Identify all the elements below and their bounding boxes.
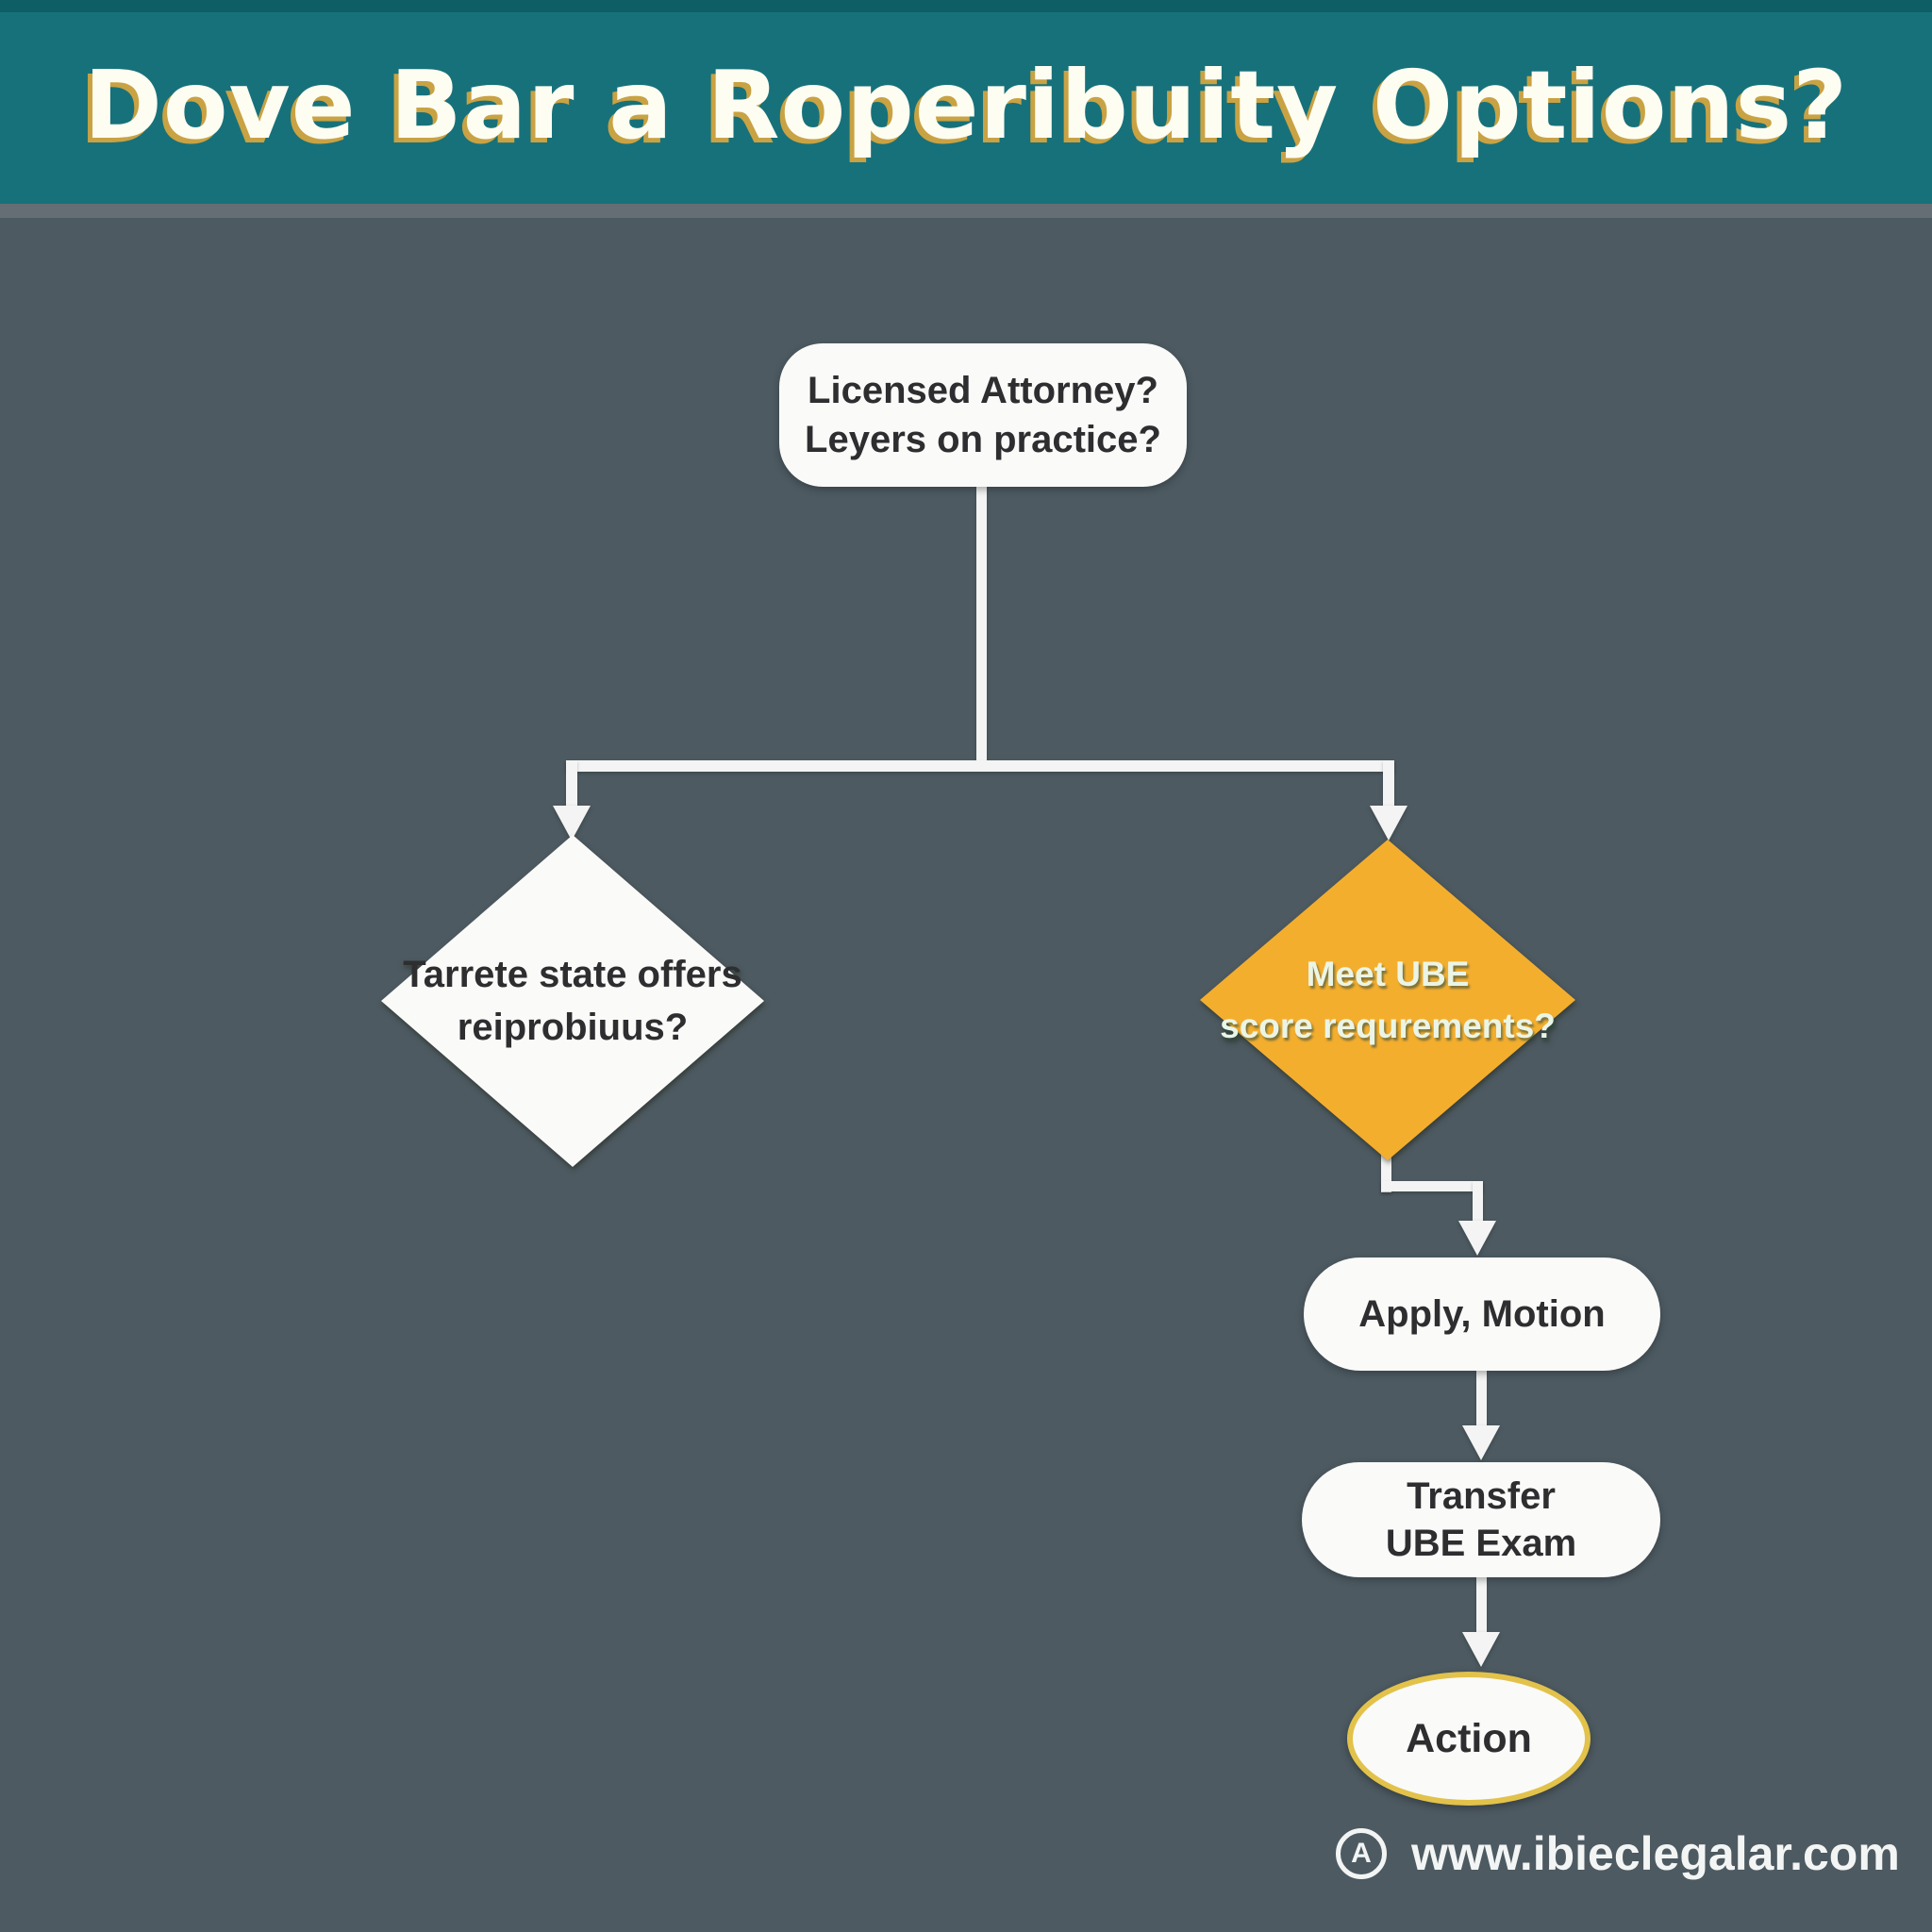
connector-branch-left-stub [566, 760, 577, 811]
watermark-url: www.ibieclegalar.com [1411, 1827, 1900, 1880]
start-node-label: Licensed Attorney? Leyers on practice? [805, 370, 1161, 460]
header-banner: Dove Bar a Roperibuity Options? [0, 0, 1932, 204]
process-apply-label: Apply, Motion [1358, 1292, 1606, 1335]
decision-right-label: Meet UBE score requrements? [1220, 954, 1556, 1046]
arrowhead-action-icon [1462, 1632, 1500, 1667]
process-transfer-ube-exam: Transfer UBE Exam [1302, 1462, 1660, 1577]
circle-a-icon: A [1336, 1828, 1387, 1879]
arrowhead-left-decision-icon [553, 806, 591, 841]
connector-branch-bar [566, 760, 1394, 772]
arrowhead-transfer-icon [1462, 1425, 1500, 1460]
watermark: A www.ibieclegalar.com [1336, 1826, 1900, 1881]
decision-right-ube-score: Meet UBE score requrements? [1200, 840, 1575, 1160]
end-node-action: Action [1347, 1672, 1591, 1806]
start-node: Licensed Attorney? Leyers on practice? [779, 343, 1187, 487]
arrowhead-right-decision-icon [1370, 806, 1407, 841]
connector-elbow-drop [1473, 1181, 1483, 1226]
connector-elbow-across [1381, 1181, 1483, 1191]
connector-elbow-down [1381, 1155, 1391, 1192]
process-transfer-label: Transfer UBE Exam [1385, 1475, 1577, 1564]
decision-left-label: Tarrete state offers reiprobiuus? [403, 954, 742, 1048]
connector-start-trunk [976, 485, 987, 764]
connector-transfer-action [1476, 1575, 1487, 1636]
header-bottom-edge [0, 204, 1932, 218]
end-node-label: Action [1406, 1715, 1532, 1761]
header-top-edge [0, 0, 1932, 12]
connector-apply-transfer [1476, 1368, 1487, 1429]
decision-left-reciprocity: Tarrete state offers reiprobiuus? [381, 835, 764, 1167]
arrowhead-apply-icon [1458, 1221, 1496, 1256]
connector-branch-right-stub [1383, 760, 1394, 811]
process-apply-motion: Apply, Motion [1304, 1257, 1660, 1371]
page-title: Dove Bar a Roperibuity Options? [83, 49, 1849, 160]
